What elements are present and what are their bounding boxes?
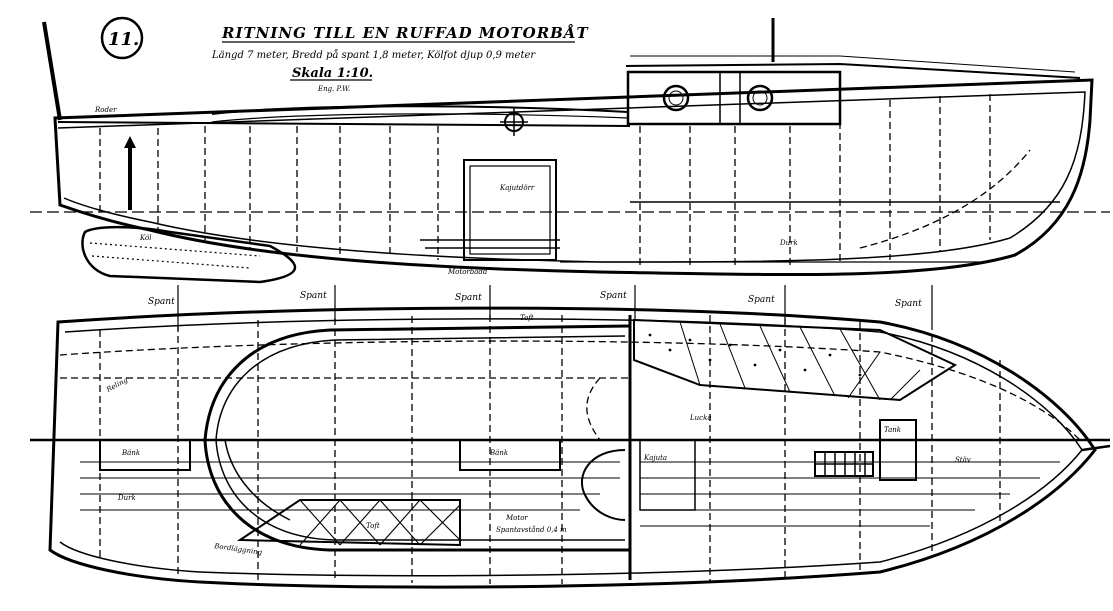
frame-label: Spant	[895, 299, 922, 309]
plan-label-cabin: Kajuta	[643, 454, 667, 462]
drawing-subtitle: Längd 7 meter, Bredd på spant 1,8 meter,…	[211, 49, 536, 61]
foredeck-hatching	[633, 318, 958, 402]
plan-label-tank: Tank	[884, 426, 901, 434]
plan-label-thwart: Toft	[520, 314, 534, 322]
profile-label-engine-bed: Motorbädd	[447, 268, 488, 276]
scale-label: Skala 1:10.	[292, 66, 373, 81]
sheet-number-badge: 11.	[100, 16, 144, 60]
profile-label-stern-bench: Roder	[94, 106, 117, 114]
plan-view: Reling Toft Bänk Bänk Tank Kajuta Lucka …	[30, 306, 1111, 589]
profile-label-floor: Durk	[779, 239, 798, 247]
sheet-number: 11.	[108, 29, 139, 50]
plan-label-frame-note: Spantavstånd 0,4 m	[496, 525, 567, 534]
frame-label: Spant	[148, 297, 175, 307]
plan-label-bench-left: Bänk	[121, 449, 140, 457]
plan-label-seat: Toft	[366, 522, 380, 530]
profile-label-keel: Köl	[139, 234, 152, 242]
drawing-title: RITNING TILL EN RUFFAD MOTORBÅT	[221, 24, 589, 42]
frame-label: Spant	[748, 295, 775, 305]
porthole-icon	[662, 84, 690, 112]
plan-label-planking: Bordläggning	[213, 542, 263, 557]
plan-label-bench-mid: Bänk	[489, 449, 508, 457]
profile-view: Köl Kajutdörr Durk Motorbädd Roder	[30, 18, 1110, 284]
plan-label-stem: Stäv	[955, 456, 971, 464]
frame-label: Spant	[600, 291, 627, 301]
profile-label-cabin-door: Kajutdörr	[499, 184, 535, 192]
plan-label-hatch: Lucka	[689, 414, 712, 422]
frame-labels: Spant Spant Spant Spant Spant Spant	[148, 285, 933, 330]
plan-label-floorboards: Durk	[117, 494, 136, 502]
cabin-house	[626, 70, 842, 126]
plan-label-engine: Motor	[505, 514, 528, 522]
aft-seat-lattice	[236, 499, 461, 547]
profile-keel	[81, 225, 297, 284]
author-mark: Eng. P.W.	[317, 85, 350, 93]
frame-label: Spant	[300, 291, 327, 301]
plan-hull	[48, 306, 1097, 589]
frame-label: Spant	[455, 293, 482, 303]
cockpit-outline	[203, 324, 631, 552]
steering-wheel-icon	[500, 108, 528, 136]
porthole-icon	[746, 84, 774, 112]
